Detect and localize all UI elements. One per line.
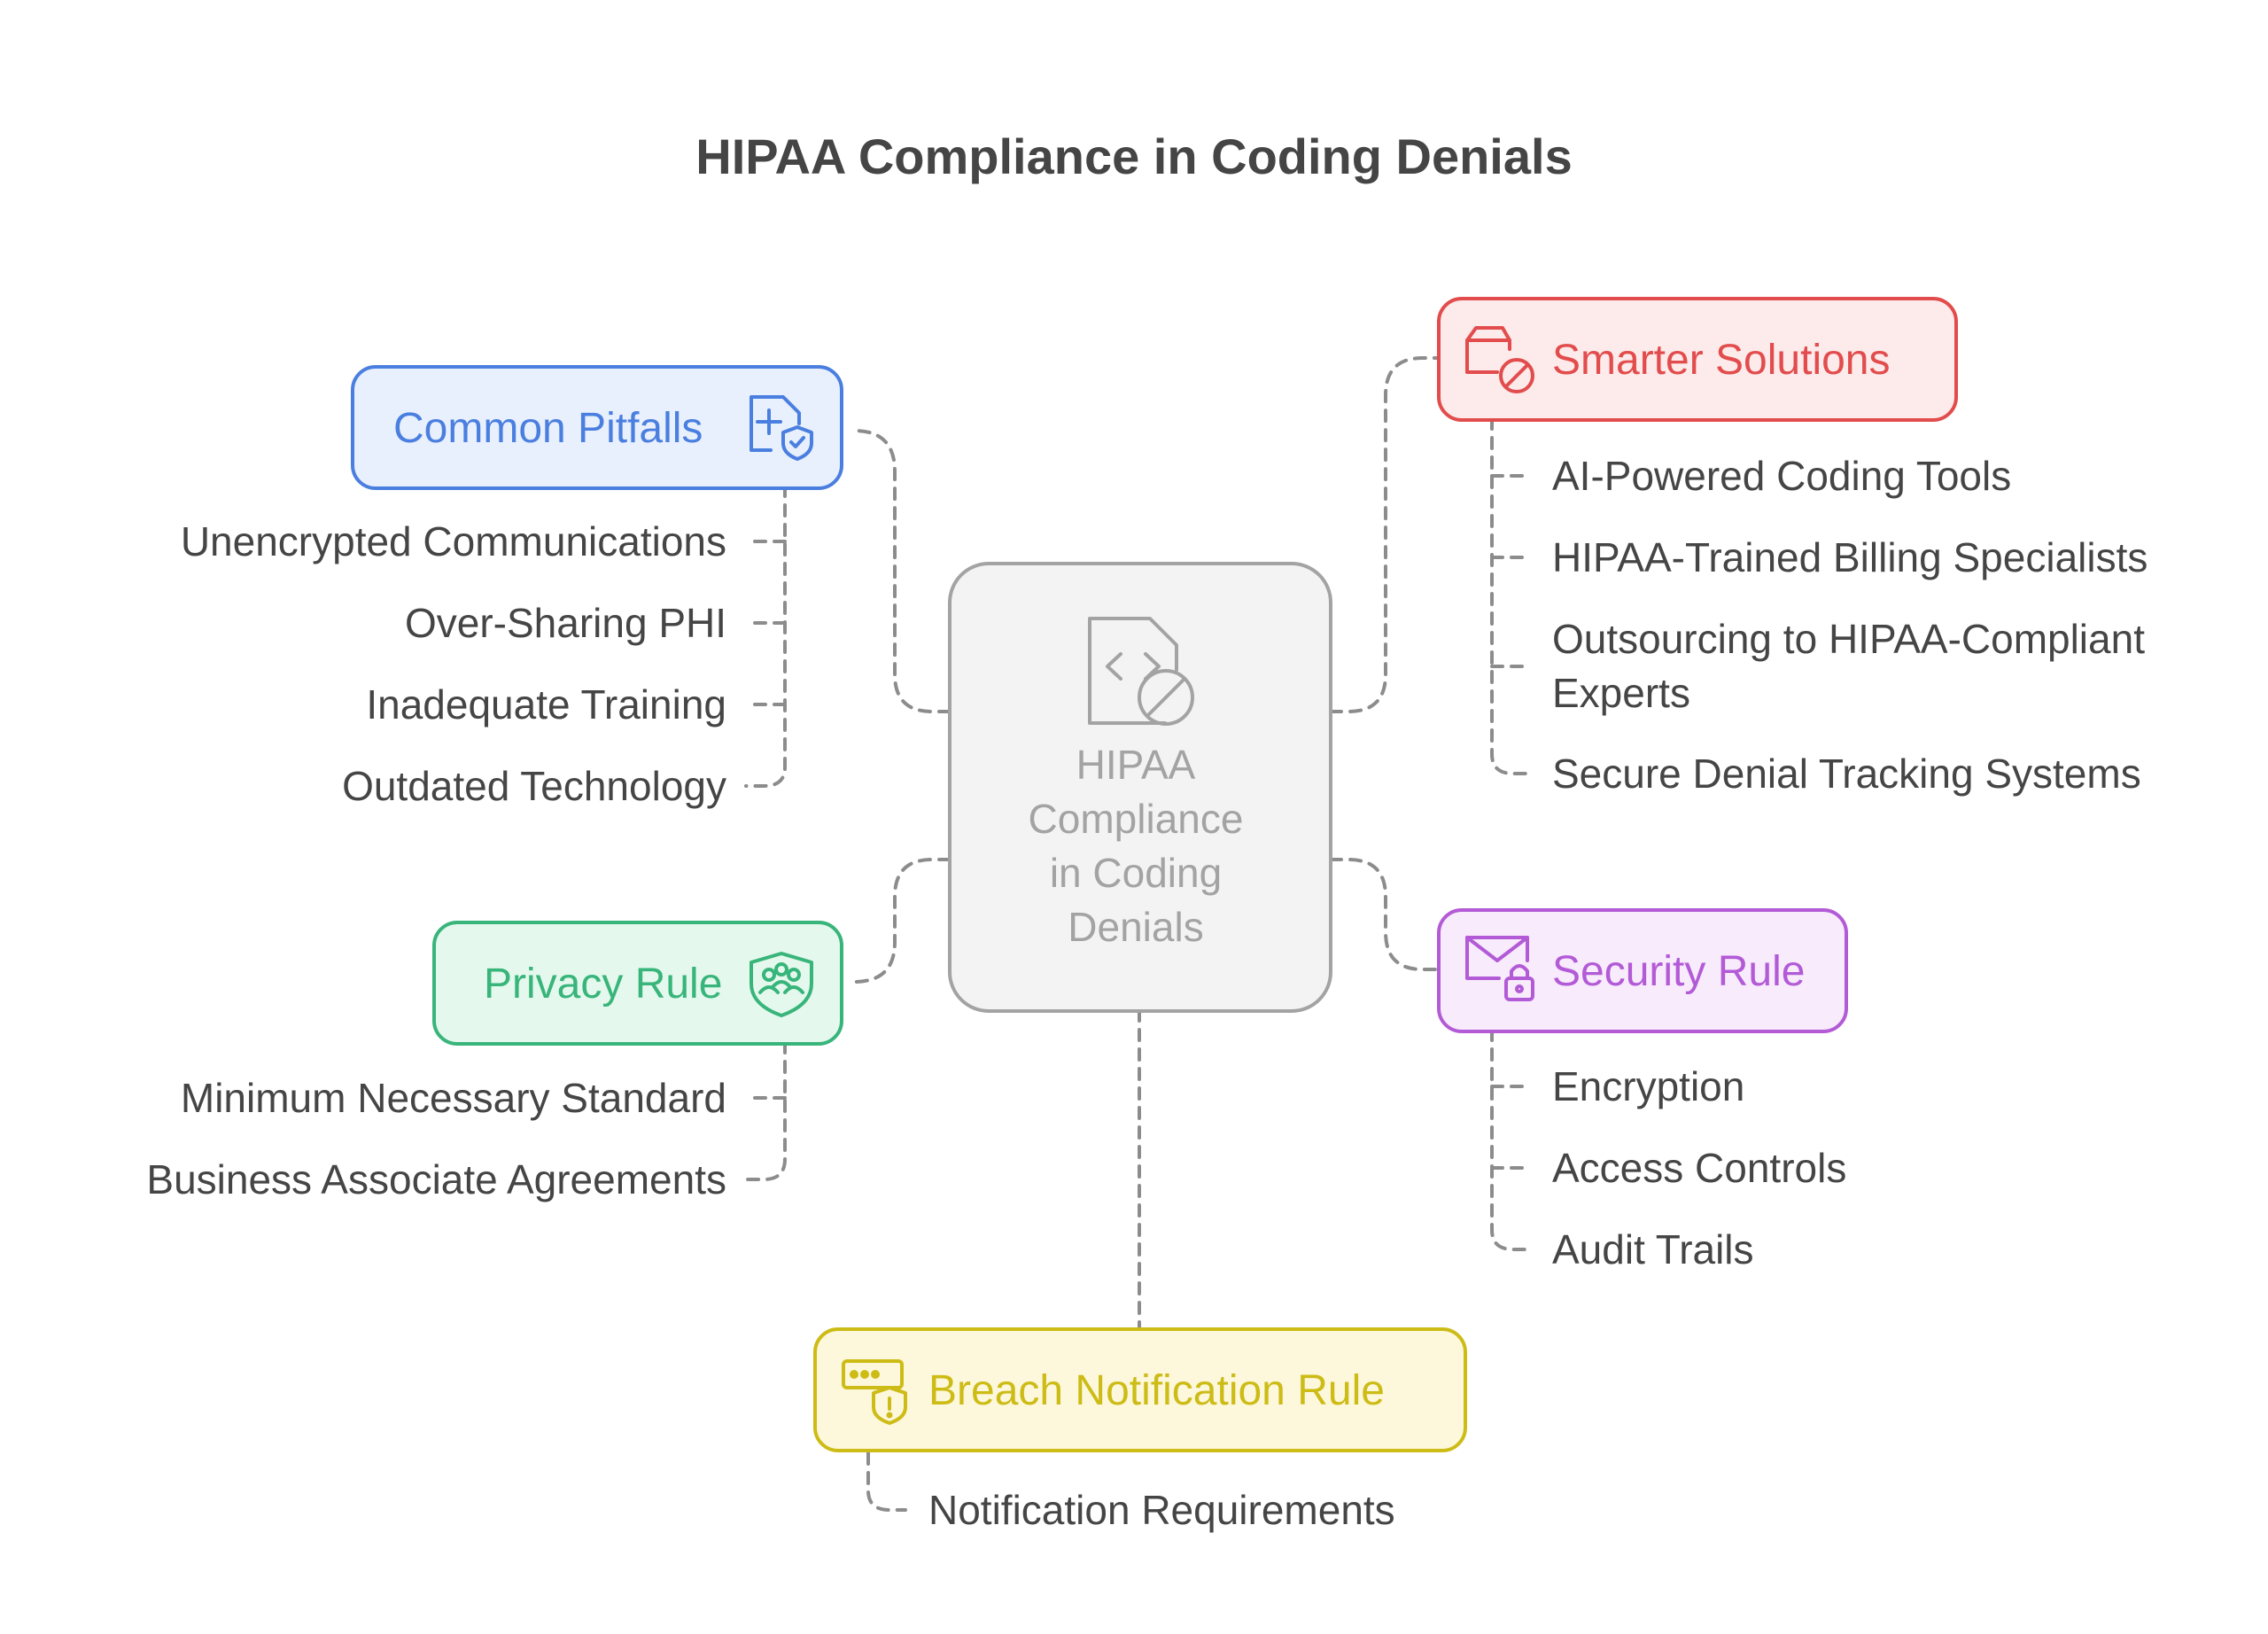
branch-connectors bbox=[744, 416, 1531, 1512]
connectors bbox=[852, 356, 1439, 1329]
package-blocked-icon bbox=[1465, 326, 1534, 393]
solution-item: Secure Denial Tracking Systems bbox=[1552, 751, 2141, 797]
branch-security-rule bbox=[1490, 1028, 1531, 1251]
users-shield-icon bbox=[750, 952, 813, 1017]
center-label-line-4: Denials bbox=[1068, 904, 1203, 950]
breach-item: Notification Requirements bbox=[928, 1487, 1395, 1533]
security-item: Encryption bbox=[1552, 1063, 1744, 1109]
connector-common-pitfalls bbox=[852, 429, 951, 713]
connector-security-rule bbox=[1329, 858, 1439, 971]
branch-smarter-solutions bbox=[1490, 416, 1531, 775]
alert-shield-window-icon bbox=[842, 1359, 907, 1425]
privacy-item: Business Associate Agreements bbox=[146, 1156, 726, 1202]
mail-lock-icon bbox=[1465, 936, 1534, 1001]
privacy-item: Minimum Necessary Standard bbox=[181, 1075, 726, 1121]
code-file-blocked-icon bbox=[1088, 617, 1194, 726]
smarter-solutions-label: Smarter Solutions bbox=[1552, 337, 1891, 384]
security-item: Access Controls bbox=[1552, 1145, 1846, 1191]
connector-privacy-rule bbox=[852, 858, 951, 984]
node-security-rule[interactable]: Security Rule bbox=[1437, 908, 1848, 1033]
node-smarter-solutions[interactable]: Smarter Solutions bbox=[1437, 297, 1958, 422]
pitfall-item: Outdated Technology bbox=[342, 763, 726, 809]
node-common-pitfalls[interactable]: Common Pitfalls bbox=[351, 365, 843, 490]
breach-rule-label: Breach Notification Rule bbox=[928, 1367, 1385, 1414]
center-node[interactable]: HIPAA Compliance in Coding Denials bbox=[948, 562, 1332, 1013]
pitfall-item: Over-Sharing PHI bbox=[405, 600, 726, 646]
solution-item: Outsourcing to HIPAA-Compliant bbox=[1552, 616, 2145, 662]
solution-item: AI-Powered Coding Tools bbox=[1552, 453, 2011, 499]
security-rule-label: Security Rule bbox=[1552, 948, 1805, 995]
pitfall-item: Unencrypted Communications bbox=[181, 518, 726, 564]
privacy-rule-label: Privacy Rule bbox=[484, 961, 722, 1008]
solution-item-continued: Experts bbox=[1552, 670, 1690, 716]
diagram-title: HIPAA Compliance in Coding Denials bbox=[695, 128, 1572, 184]
branch-breach-rule bbox=[866, 1451, 907, 1512]
center-label-line-3: in Coding bbox=[1050, 850, 1222, 896]
solution-item: HIPAA-Trained Billing Specialists bbox=[1552, 534, 2148, 580]
branch-privacy-rule bbox=[744, 1040, 787, 1181]
node-breach-rule[interactable]: Breach Notification Rule bbox=[813, 1327, 1467, 1452]
center-label-line-2: Compliance bbox=[1029, 796, 1244, 842]
pitfall-item: Inadequate Training bbox=[366, 681, 726, 728]
security-item: Audit Trails bbox=[1552, 1226, 1754, 1272]
medical-file-shield-icon bbox=[750, 395, 813, 461]
branch-common-pitfalls bbox=[744, 484, 787, 788]
common-pitfalls-label: Common Pitfalls bbox=[393, 405, 703, 452]
node-privacy-rule[interactable]: Privacy Rule bbox=[432, 921, 843, 1046]
connector-smarter-solutions bbox=[1329, 356, 1439, 713]
center-label-line-1: HIPAA bbox=[1076, 742, 1196, 788]
